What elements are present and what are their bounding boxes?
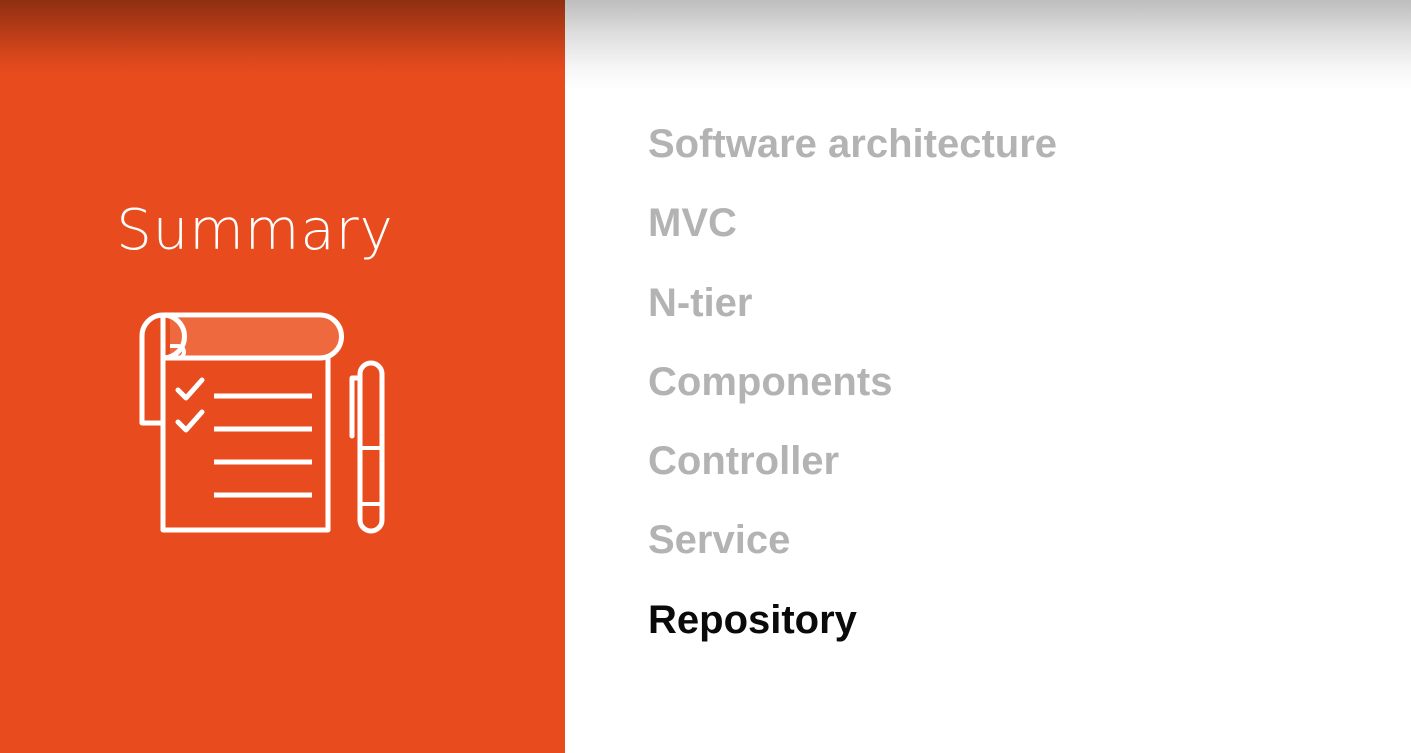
top-shading (565, 0, 1411, 90)
topic-repository: Repository (648, 597, 857, 642)
topic-n-tier: N-tier (648, 280, 753, 325)
topic-software-architecture: Software architecture (648, 122, 1058, 166)
topic-mvc: MVC (648, 201, 737, 246)
topic-components: Components (648, 359, 893, 404)
checklist-with-pen-icon (139, 312, 385, 534)
panel-top-shading (0, 0, 565, 75)
summary-panel: Summary (0, 0, 565, 753)
slide-title: Summary (116, 198, 394, 263)
topic-service: Service (648, 518, 791, 563)
topic-controller: Controller (648, 439, 840, 484)
topic-list: Software architecture MVC N-tier Compone… (648, 118, 1057, 673)
